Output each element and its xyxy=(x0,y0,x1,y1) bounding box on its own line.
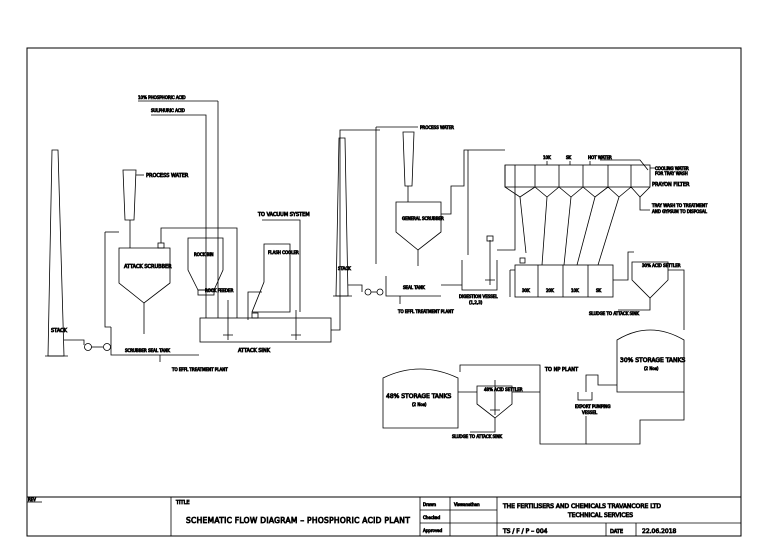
side-label: REV xyxy=(28,497,36,502)
scrubber-seal-tank xyxy=(110,327,199,356)
title-block xyxy=(27,496,741,536)
prayon-filter-label: PRAYON FILTER xyxy=(652,182,690,188)
prayon-filter xyxy=(504,164,651,188)
stack-left-label: STACK xyxy=(51,328,68,334)
sludge-2-label: SLUDGE TO ATTACK SINK xyxy=(452,434,502,439)
storage-tank-30 xyxy=(616,329,685,393)
fan-left-2 xyxy=(103,343,111,351)
acid-settler-48-label: 48% ACID SETTLER xyxy=(484,387,523,392)
to-vacuum-system-label: TO VACUUM SYSTEM xyxy=(257,212,310,218)
general-scrubber-vent xyxy=(402,131,415,187)
storage-30-label: 30% STORAGE TANKS xyxy=(620,357,685,364)
title-label: TITLE xyxy=(175,500,190,506)
general-scrubber-label: GENERAL SCRUBBER xyxy=(402,216,444,221)
tank-20k-label: 20K xyxy=(546,288,554,293)
stack-middle-label: STACK xyxy=(338,266,351,271)
stack-left xyxy=(47,149,65,357)
checked-label: Checked xyxy=(423,515,441,520)
export-pumping-vessel xyxy=(577,392,593,401)
hot-water-label: HOT WATER xyxy=(588,155,612,160)
export-pumping-label-2: VESSEL xyxy=(582,410,598,415)
seal-tank-label: SEAL TANK xyxy=(403,285,425,290)
process-water-1-label: PROCESS WATER xyxy=(146,173,189,179)
flash-cooler-label: FLASH COOLER xyxy=(268,250,299,255)
storage-48-label: 48% STORAGE TANKS xyxy=(386,393,451,400)
acid-settler-30-label: 30% ACID SETTLER xyxy=(642,263,681,268)
export-pumping-label: EXPORT PUMPING xyxy=(575,404,611,409)
approved-label: Approved xyxy=(423,528,443,533)
drawing-number: TS / F / P – 004 xyxy=(502,528,548,535)
acid-settler-30 xyxy=(631,261,669,299)
filter-10k-label: 10K xyxy=(543,155,551,160)
filter-sk-label: SK xyxy=(566,155,572,160)
scrubber-seal-tank-label: SCRUBBER SEAL TANK xyxy=(125,348,170,353)
stack-middle xyxy=(335,137,349,297)
to-effl-treatment-1-label: TO EFFL TREATMENT PLANT xyxy=(171,367,228,372)
drawn-label: Drawn xyxy=(423,502,436,507)
rock-feeder-label: ROCK FEEDER xyxy=(205,288,234,293)
department-name: TECHNICAL SERVICES xyxy=(567,512,633,519)
digestion-vessel xyxy=(461,260,498,291)
sludge-1-label: SLUDGE TO ATTACK SINK xyxy=(589,311,639,316)
agitator-1 xyxy=(223,308,233,340)
drawing-border xyxy=(26,47,742,537)
date-label: DATE xyxy=(610,529,623,535)
tank-sk-label: SK xyxy=(596,288,602,293)
tray-wash-treatment-label: TRAY WASH TO TREATMENT xyxy=(651,203,708,208)
storage-30-count: (2 Nos) xyxy=(644,366,659,371)
to-effl-treatment-2-label: TO EFFL TREATMENT PLANT xyxy=(397,309,454,314)
attack-sink xyxy=(199,317,332,343)
drawing-title: SCHEMATIC FLOW DIAGRAM – PHOSPHORIC ACID… xyxy=(186,516,410,525)
digestion-agitator xyxy=(485,240,495,285)
attack-scrubber-vent xyxy=(122,169,137,221)
fan-left xyxy=(84,343,92,351)
agitator-2 xyxy=(291,310,301,340)
storage-tank-48 xyxy=(382,368,459,429)
general-scrubber xyxy=(395,201,442,251)
flash-cooler xyxy=(251,243,291,313)
fan-middle-2 xyxy=(376,288,384,296)
tray-wash-label: FOR TRAY WASH xyxy=(655,171,688,176)
attack-sink-label: ATTACK SINK xyxy=(238,348,271,354)
drawing-date: 22.06.2018 xyxy=(642,528,677,535)
attack-scrubber xyxy=(118,247,171,304)
filtrate-tanks xyxy=(514,264,614,298)
storage-48-count: (2 Nos) xyxy=(412,402,427,407)
attack-scrubber-label: ATTACK SCRUBBER xyxy=(124,264,172,270)
process-water-2-label: PROCESS WATER xyxy=(420,125,454,130)
gypsum-disposal-label: AND GYPSUM TO DISPOSAL xyxy=(652,209,708,214)
tank-30k-label: 30K xyxy=(522,288,530,293)
rock-bin-label: ROCK BIN xyxy=(194,252,214,257)
fan-middle xyxy=(364,288,372,296)
seal-tank xyxy=(385,276,441,297)
tank-10k-label: 10K xyxy=(571,288,579,293)
digestion-vessel-label-2: (1,2,3) xyxy=(469,300,483,305)
sulphuric-acid-feed-label: SULPHURIC ACID xyxy=(151,108,185,113)
author-name: Viswanathan xyxy=(454,502,480,507)
digestion-vessel-label: DIGESTION VESSEL xyxy=(459,294,498,299)
company-name: THE FERTILISERS AND CHEMICALS TRAVANCORE… xyxy=(502,503,661,510)
to-np-plant-label: TO NP PLANT xyxy=(544,367,579,373)
cooling-water-label: COOLING WATER xyxy=(655,166,689,171)
phosphoric-acid-feed-label: 10% PHOSPHORIC ACID xyxy=(138,95,186,100)
acid-settler-48 xyxy=(476,385,513,419)
